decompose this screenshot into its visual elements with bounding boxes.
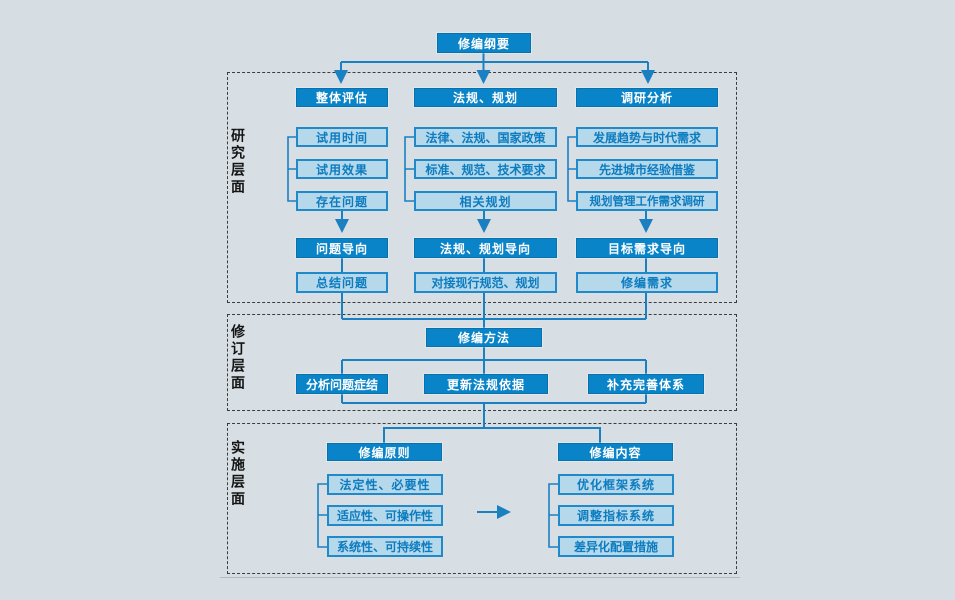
node-overall-evaluation: 整体评估 bbox=[296, 88, 388, 107]
node-research-analysis: 调研分析 bbox=[576, 88, 718, 107]
node-adaptability-operability: 适应性、可操作性 bbox=[327, 505, 443, 526]
node-revision-outline: 修编纲要 bbox=[437, 33, 531, 53]
bracket-col2 bbox=[404, 136, 414, 202]
bracket-principles bbox=[317, 483, 327, 548]
wire-impl-branch bbox=[383, 427, 601, 443]
panel-shadow-line bbox=[220, 577, 740, 578]
bracket-col1 bbox=[287, 136, 296, 202]
label-implementation-layer: 实施层面 bbox=[229, 440, 245, 508]
label-revision-layer: 修订层面 bbox=[229, 324, 245, 392]
node-adjust-indicators: 调整指标系统 bbox=[558, 505, 674, 526]
node-improve-system: 补充完善体系 bbox=[588, 374, 704, 394]
bracket-col3 bbox=[567, 136, 576, 202]
node-revision-principles: 修编原则 bbox=[327, 443, 442, 461]
node-revision-contents: 修编内容 bbox=[558, 443, 673, 461]
node-optimize-framework: 优化框架系统 bbox=[558, 474, 674, 495]
node-update-legal-basis: 更新法规依据 bbox=[424, 374, 548, 394]
node-revision-method: 修编方法 bbox=[426, 328, 542, 347]
wire-title-tree bbox=[341, 53, 648, 63]
node-related-planning: 相关规划 bbox=[414, 191, 557, 211]
node-city-experience: 先进城市经验借鉴 bbox=[576, 159, 718, 179]
wire-result-merge bbox=[341, 293, 647, 328]
node-trial-time: 试用时间 bbox=[296, 127, 388, 147]
node-systematic-sustainable: 系统性、可持续性 bbox=[327, 536, 443, 557]
node-regulation-oriented: 法规、规划导向 bbox=[414, 238, 557, 258]
node-problem-oriented: 问题导向 bbox=[296, 238, 388, 258]
panel-research-layer bbox=[227, 72, 737, 303]
node-regulations-planning: 法规、规划 bbox=[414, 88, 557, 107]
node-laws-policies: 法律、法规、国家政策 bbox=[414, 127, 557, 147]
wire-action-merge bbox=[341, 394, 647, 428]
bracket-contents bbox=[548, 483, 558, 548]
node-legality-necessity: 法定性、必要性 bbox=[327, 474, 443, 495]
node-goal-demand-oriented: 目标需求导向 bbox=[576, 238, 718, 258]
node-differentiated-measures: 差异化配置措施 bbox=[558, 536, 674, 557]
node-management-needs-research: 规划管理工作需求调研 bbox=[576, 191, 718, 211]
node-standards-requirements: 标准、规范、技术要求 bbox=[414, 159, 557, 179]
node-align-current-standards: 对接现行规范、规划 bbox=[414, 272, 557, 293]
wire-orient-result bbox=[341, 258, 647, 272]
label-research-layer: 研究层面 bbox=[229, 128, 245, 196]
node-trial-effect: 试用效果 bbox=[296, 159, 388, 179]
node-existing-problems: 存在问题 bbox=[296, 191, 388, 211]
node-revision-needs: 修编需求 bbox=[576, 272, 718, 293]
node-analyze-problem-crux: 分析问题症结 bbox=[296, 374, 388, 394]
wire-method-branch bbox=[341, 347, 647, 374]
node-summarize-problems: 总结问题 bbox=[296, 272, 388, 293]
node-development-trends: 发展趋势与时代需求 bbox=[576, 127, 718, 147]
